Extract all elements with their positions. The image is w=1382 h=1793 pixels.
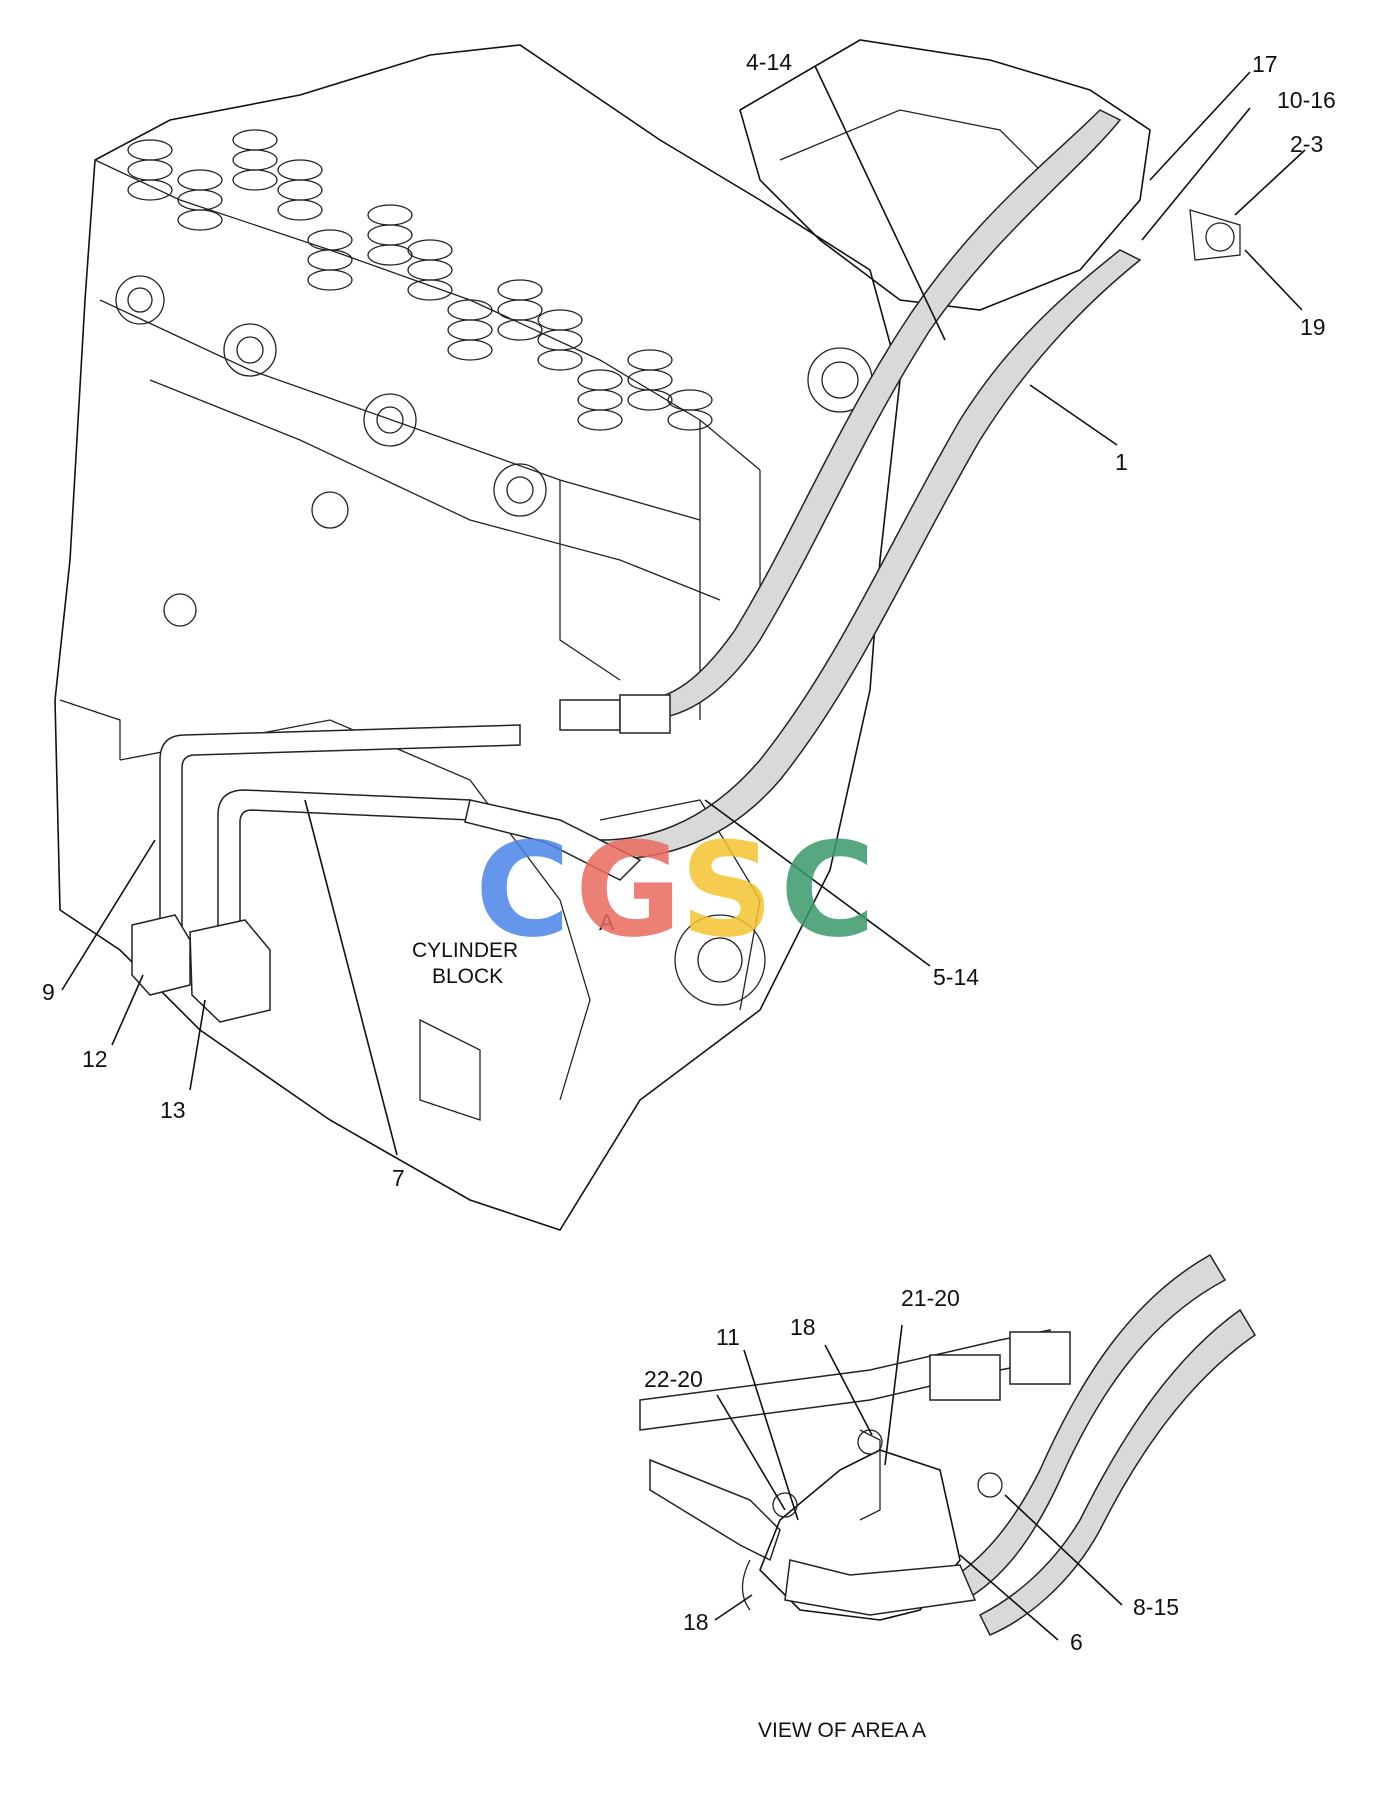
head-bolts <box>115 275 873 627</box>
detail-labels: 21-20 18 11 22-20 8-15 18 6 VIEW OF AREA… <box>644 1285 1179 1742</box>
watermark-letter-s: S <box>680 814 774 966</box>
main-leaders <box>61 65 1306 1156</box>
cylinder-block-label-line1: CYLINDER <box>412 939 518 962</box>
callout-8-15: 8-15 <box>1133 1594 1179 1620</box>
callout-18-bottom: 18 <box>683 1609 709 1635</box>
watermark-letter-c1: C <box>475 814 570 966</box>
main-labels: 4-14 17 10-16 2-3 19 1 5-14 9 12 13 7 A … <box>42 49 1336 1191</box>
fuel-tubes <box>131 694 671 1023</box>
view-caption: VIEW OF AREA A <box>758 1719 926 1742</box>
callout-4-14: 4-14 <box>746 49 792 75</box>
callout-10-16: 10-16 <box>1277 87 1336 113</box>
callout-9: 9 <box>42 979 55 1005</box>
callout-22-20: 22-20 <box>644 1366 703 1392</box>
callout-21-20: 21-20 <box>901 1285 960 1311</box>
callout-5-14: 5-14 <box>933 964 979 990</box>
callout-12: 12 <box>82 1046 108 1072</box>
callout-19: 19 <box>1300 314 1326 340</box>
fuel-hoses <box>599 109 1142 861</box>
callout-7: 7 <box>392 1165 405 1191</box>
watermark-letter-g: G <box>575 814 682 966</box>
watermark-letter-c2: C <box>780 814 875 966</box>
area-a-marker: A <box>599 909 615 935</box>
cgsc-watermark: C G S C <box>475 814 875 966</box>
callout-6: 6 <box>1070 1629 1083 1655</box>
cylinder-block-label-line2: BLOCK <box>432 965 503 988</box>
callout-11: 11 <box>716 1324 740 1350</box>
callout-1: 1 <box>1115 449 1128 475</box>
engine-illustration <box>54 39 1241 1231</box>
callout-2-3: 2-3 <box>1290 131 1323 157</box>
detail-view-area-a <box>639 1253 1257 1636</box>
valve-springs <box>127 129 713 431</box>
callout-18-top: 18 <box>790 1314 816 1340</box>
detail-leaders <box>714 1324 1123 1641</box>
callout-17: 17 <box>1252 51 1278 77</box>
callout-13: 13 <box>160 1097 186 1123</box>
